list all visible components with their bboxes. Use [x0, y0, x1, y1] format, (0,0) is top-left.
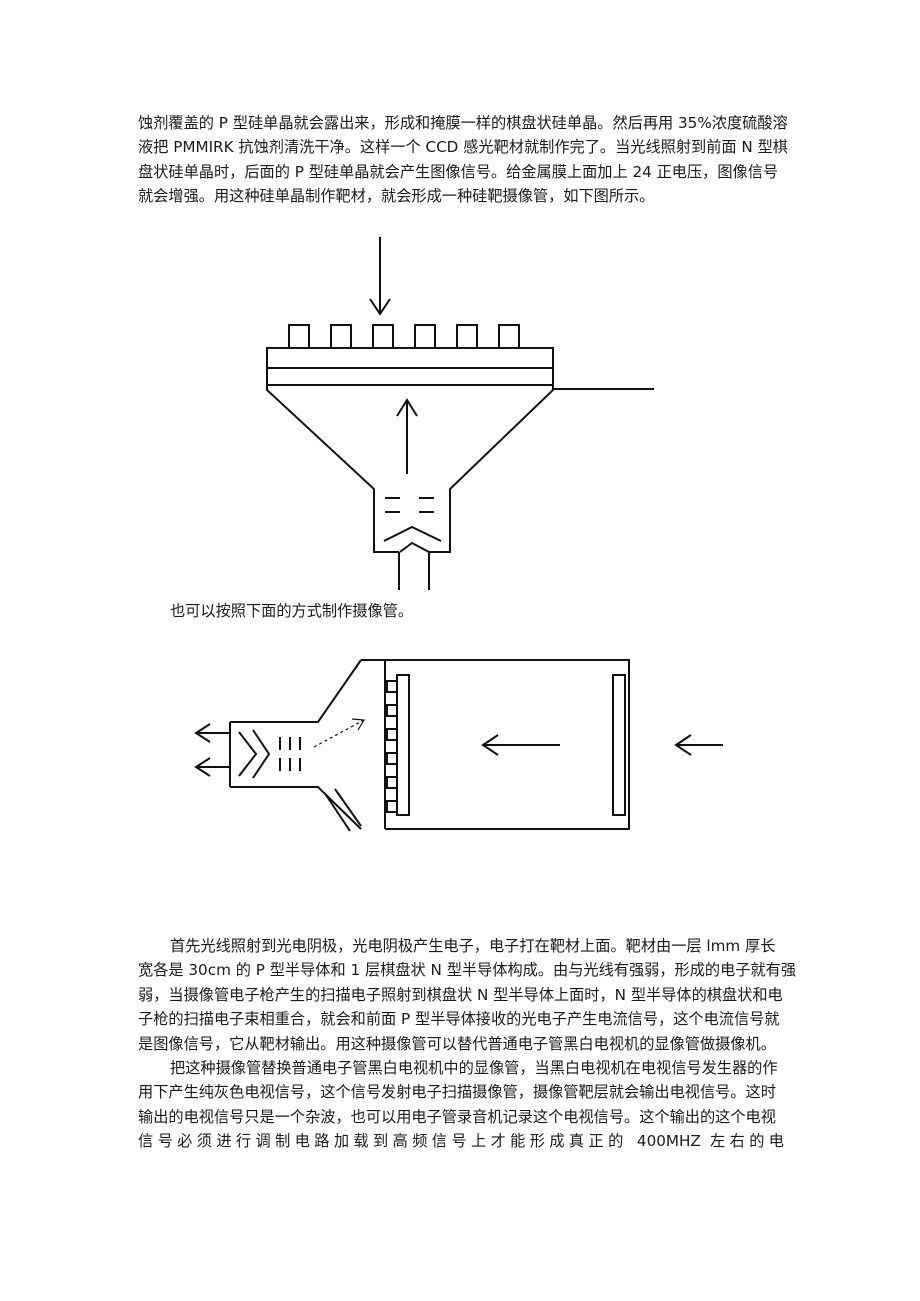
caption-middle: 也可以按照下面的方式制作摄像管。 [170, 599, 816, 623]
target-plate [396, 674, 410, 816]
gun-chevron [252, 729, 271, 779]
incoming-light-arrowhead [369, 298, 391, 316]
text-line: 输出的电视信号只是一个杂波，也可以用电子管录音机记录这个电视信号。这个输出的这个… [138, 1107, 776, 1126]
photocathode-plate [612, 674, 626, 816]
text-line: 弱，当摄像管电子枪产生的扫描电子照射到棋盘状 N 型半导体上面时，N 型半导体的… [138, 985, 783, 1004]
paragraph-bottom-2: 把这种摄像管替换普通电子管黑白电视机中的显像管，当黑白电视机在电视信号发生器的作… [138, 1056, 784, 1154]
text-line: 把这种摄像管替换普通电子管黑白电视机中的显像管，当黑白电视机在电视信号发生器的作 [170, 1059, 778, 1077]
target-bump [386, 704, 398, 717]
deflection-line [334, 788, 362, 827]
text-line: 也可以按照下面的方式制作摄像管。 [170, 602, 413, 620]
scanning-beam-arrowhead [351, 718, 366, 731]
target-bump [386, 680, 398, 693]
target-bump [386, 728, 398, 741]
silicon-target-tube-diagram [266, 237, 654, 590]
tube-neck-top [230, 659, 362, 723]
text-line: 盘状硅单晶时，后面的 P 型硅单晶就会产生图像信号。给金属膜上面加上 24 正电… [138, 162, 779, 181]
gun-chevron [238, 731, 258, 777]
photoelectron-arrowhead [481, 734, 499, 756]
paragraph-top: 蚀剂覆盖的 P 型硅单晶就会露出来，形成和掩膜一样的棋盘状硅单晶。然后再用 35… [138, 111, 788, 209]
target-bump [386, 800, 398, 813]
output-arrowhead-bottom [194, 757, 211, 777]
alternative-camera-tube-diagram [194, 659, 723, 832]
tube-funnel-left [266, 385, 399, 553]
text-line: 子枪的扫描电子束相重合，就会和前面 P 型半导体接收的光电子产生电流信号，这个电… [138, 1010, 780, 1029]
target-bump [386, 776, 398, 789]
text-line: 是图像信号，它从靶材输出。用这种摄像管可以替代普通电子管黑白电视机的显像管做摄像… [138, 1034, 776, 1053]
electron-beam-arrowhead [396, 398, 418, 417]
tube-neck-bottom [230, 786, 362, 830]
scanning-beam-arrow [313, 719, 365, 748]
text-line: 用下产生纯灰色电视信号，这个信号发射电子扫描摄像管，摄像管靶层就会输出电视信号。… [138, 1083, 776, 1102]
focus-chevron [383, 525, 442, 542]
target-bump [386, 752, 398, 765]
tube-funnel-right [429, 385, 554, 553]
text-line: 宽各是 30cm 的 P 型半导体和 1 层棋盘状 N 型半导体构成。由与光线有… [138, 961, 797, 980]
tube-body-outline [361, 659, 630, 830]
text-line: 就会增强。用这种硅单晶制作靶材，就会形成一种硅靶摄像管，如下图所示。 [138, 187, 655, 206]
deflection-line [325, 794, 351, 832]
text-line: 信号必须进行调制电路加载到高频信号上才能形成真正的 400MHZ 左右的电 [138, 1132, 784, 1151]
target-plate [266, 347, 554, 386]
incoming-light-arrowhead [674, 734, 692, 756]
cathode-chevron [399, 541, 430, 553]
text-line: 首先光线照射到光电阴极，光电阴极产生电子，电子打在靶材上面。靶材由一层 lmm … [170, 937, 776, 955]
text-line: 蚀剂覆盖的 P 型硅单晶就会露出来，形成和掩膜一样的棋盘状硅单晶。然后再用 35… [138, 114, 788, 132]
output-arrowhead-top [194, 723, 211, 743]
paragraph-bottom-1: 首先光线照射到光电阴极，光电阴极产生电子，电子打在靶材上面。靶材由一层 lmm … [138, 934, 797, 1056]
text-line: 液把 PMMIRK 抗蚀剂清洗干净。这样一个 CCD 感光靶材就制作完了。当光线… [138, 138, 788, 157]
